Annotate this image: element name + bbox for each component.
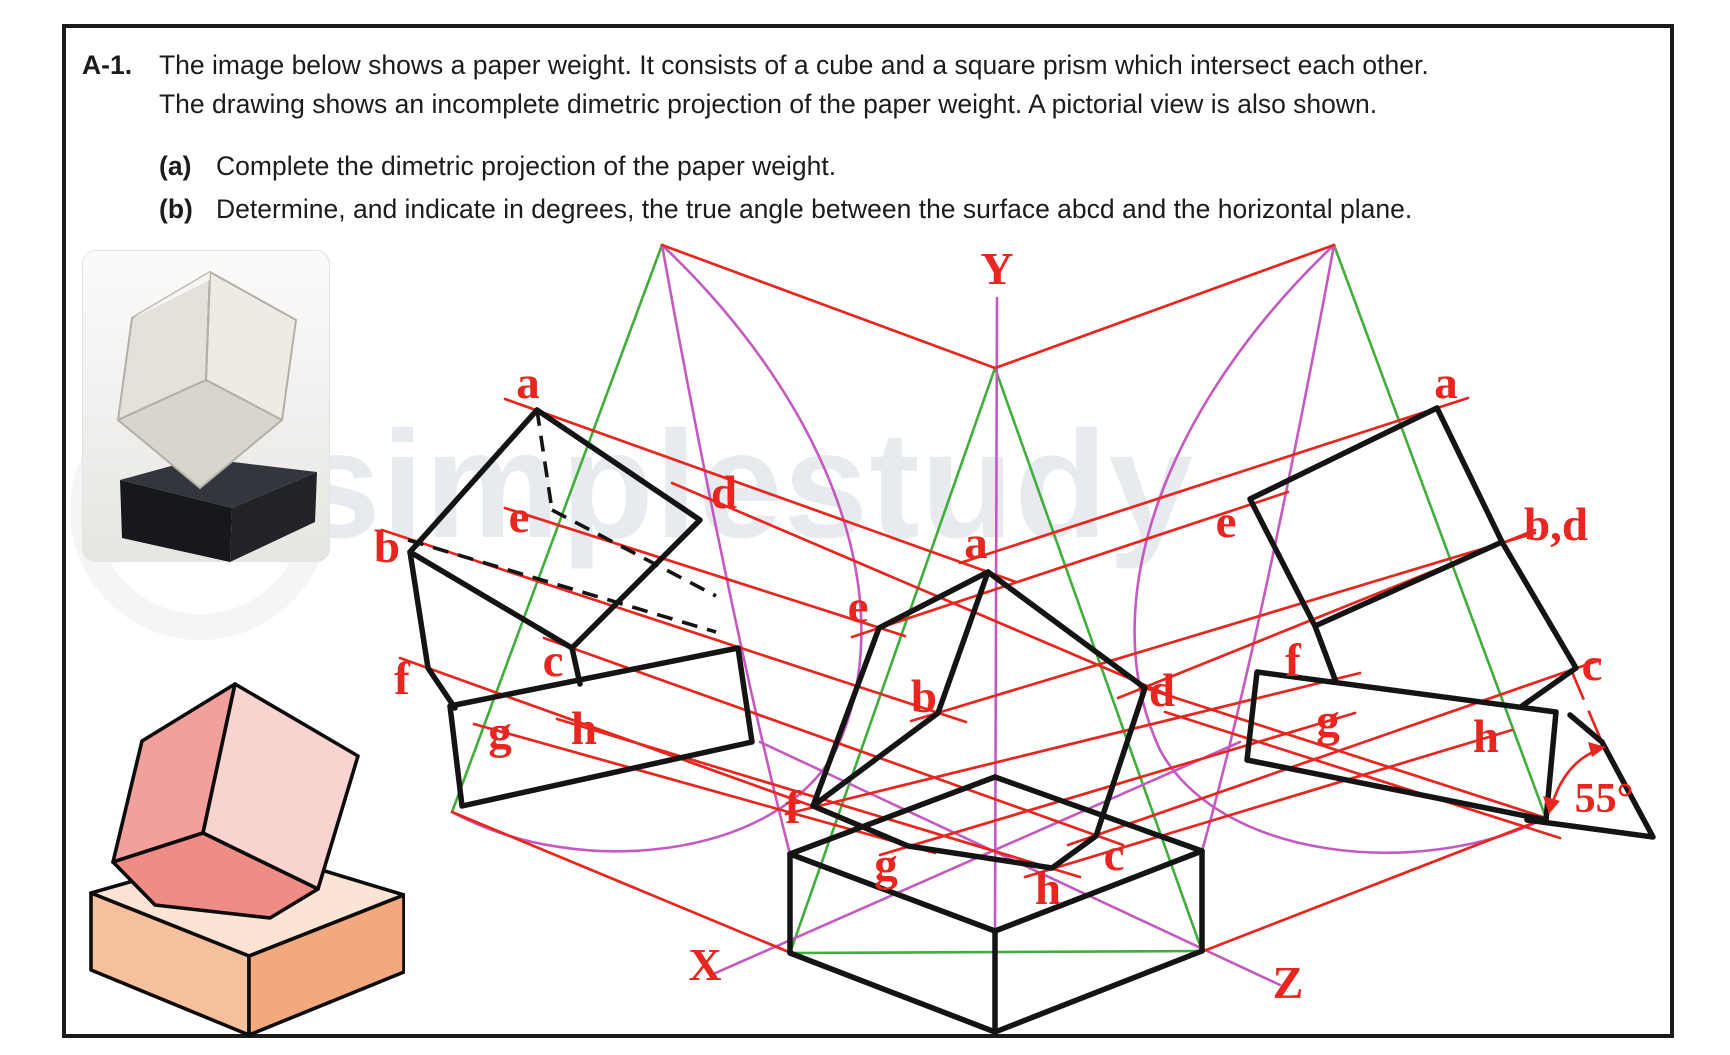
dimetric-view-labels: a b c d e f g h (785, 517, 1175, 915)
x-axis-label: X (688, 939, 721, 990)
label-front-a: a (516, 357, 540, 409)
label-dimetric-e: e (848, 581, 869, 633)
part-a-label: (a) (159, 151, 192, 181)
front-view-labels: a b c d e f g h (374, 357, 737, 759)
angle-dimension (1543, 742, 1606, 814)
label-dimetric-g: g (874, 839, 898, 891)
dimetric-view (787, 569, 1205, 1035)
label-front-d: d (711, 467, 737, 519)
question-number: A-1. (82, 50, 133, 80)
axis-lines (709, 296, 1282, 987)
front-elevation-view (407, 407, 755, 809)
label-side-h: h (1473, 711, 1499, 763)
question-line-2: The drawing shows an incomplete dimetric… (159, 89, 1378, 119)
question-block: A-1. The image below shows a paper weigh… (82, 46, 1602, 231)
label-side-c: c (1582, 639, 1603, 691)
label-front-f: f (394, 653, 411, 705)
question-part-b: (b) Determine, and indicate in degrees, … (159, 188, 1602, 231)
label-dimetric-d: d (1149, 665, 1175, 717)
label-dimetric-a: a (964, 517, 988, 569)
label-dimetric-b: b (911, 671, 937, 723)
part-a-text: Complete the dimetric projection of the … (216, 151, 837, 181)
side-view-labels: a b,d c e f g h (1216, 357, 1603, 763)
label-side-a: a (1434, 357, 1458, 409)
question-line-1: The image below shows a paper weight. It… (159, 50, 1429, 80)
label-side-f: f (1285, 635, 1302, 687)
label-dimetric-h: h (1035, 863, 1061, 915)
pictorial-drawing (89, 682, 405, 1037)
side-elevation-view (1244, 405, 1656, 840)
paperweight-photo (82, 250, 330, 562)
label-side-bd: b,d (1524, 499, 1588, 551)
pictorial-view (70, 610, 405, 1042)
angle-value-label: 55° (1575, 776, 1634, 822)
part-b-text: Determine, and indicate in degrees, the … (216, 194, 1413, 224)
label-side-g: g (1316, 695, 1340, 747)
label-dimetric-c: c (1104, 829, 1125, 881)
label-front-e: e (509, 491, 530, 543)
label-dimetric-f: f (785, 782, 802, 834)
question-part-a: (a) Complete the dimetric projection of … (159, 145, 1602, 188)
label-front-h: h (571, 703, 597, 755)
label-front-b: b (374, 521, 400, 573)
part-b-label: (b) (159, 194, 193, 224)
green-construction-lines (450, 243, 1548, 955)
axis-labels: X Y Z (688, 243, 1303, 1008)
z-axis-label: Z (1273, 957, 1304, 1008)
y-axis-label: Y (980, 243, 1013, 294)
label-front-c: c (543, 635, 564, 687)
label-front-g: g (488, 707, 512, 759)
projection-lines (380, 243, 1603, 968)
y-axis-line (993, 296, 999, 933)
photo-illustration (117, 271, 317, 562)
label-side-e: e (1216, 496, 1237, 548)
